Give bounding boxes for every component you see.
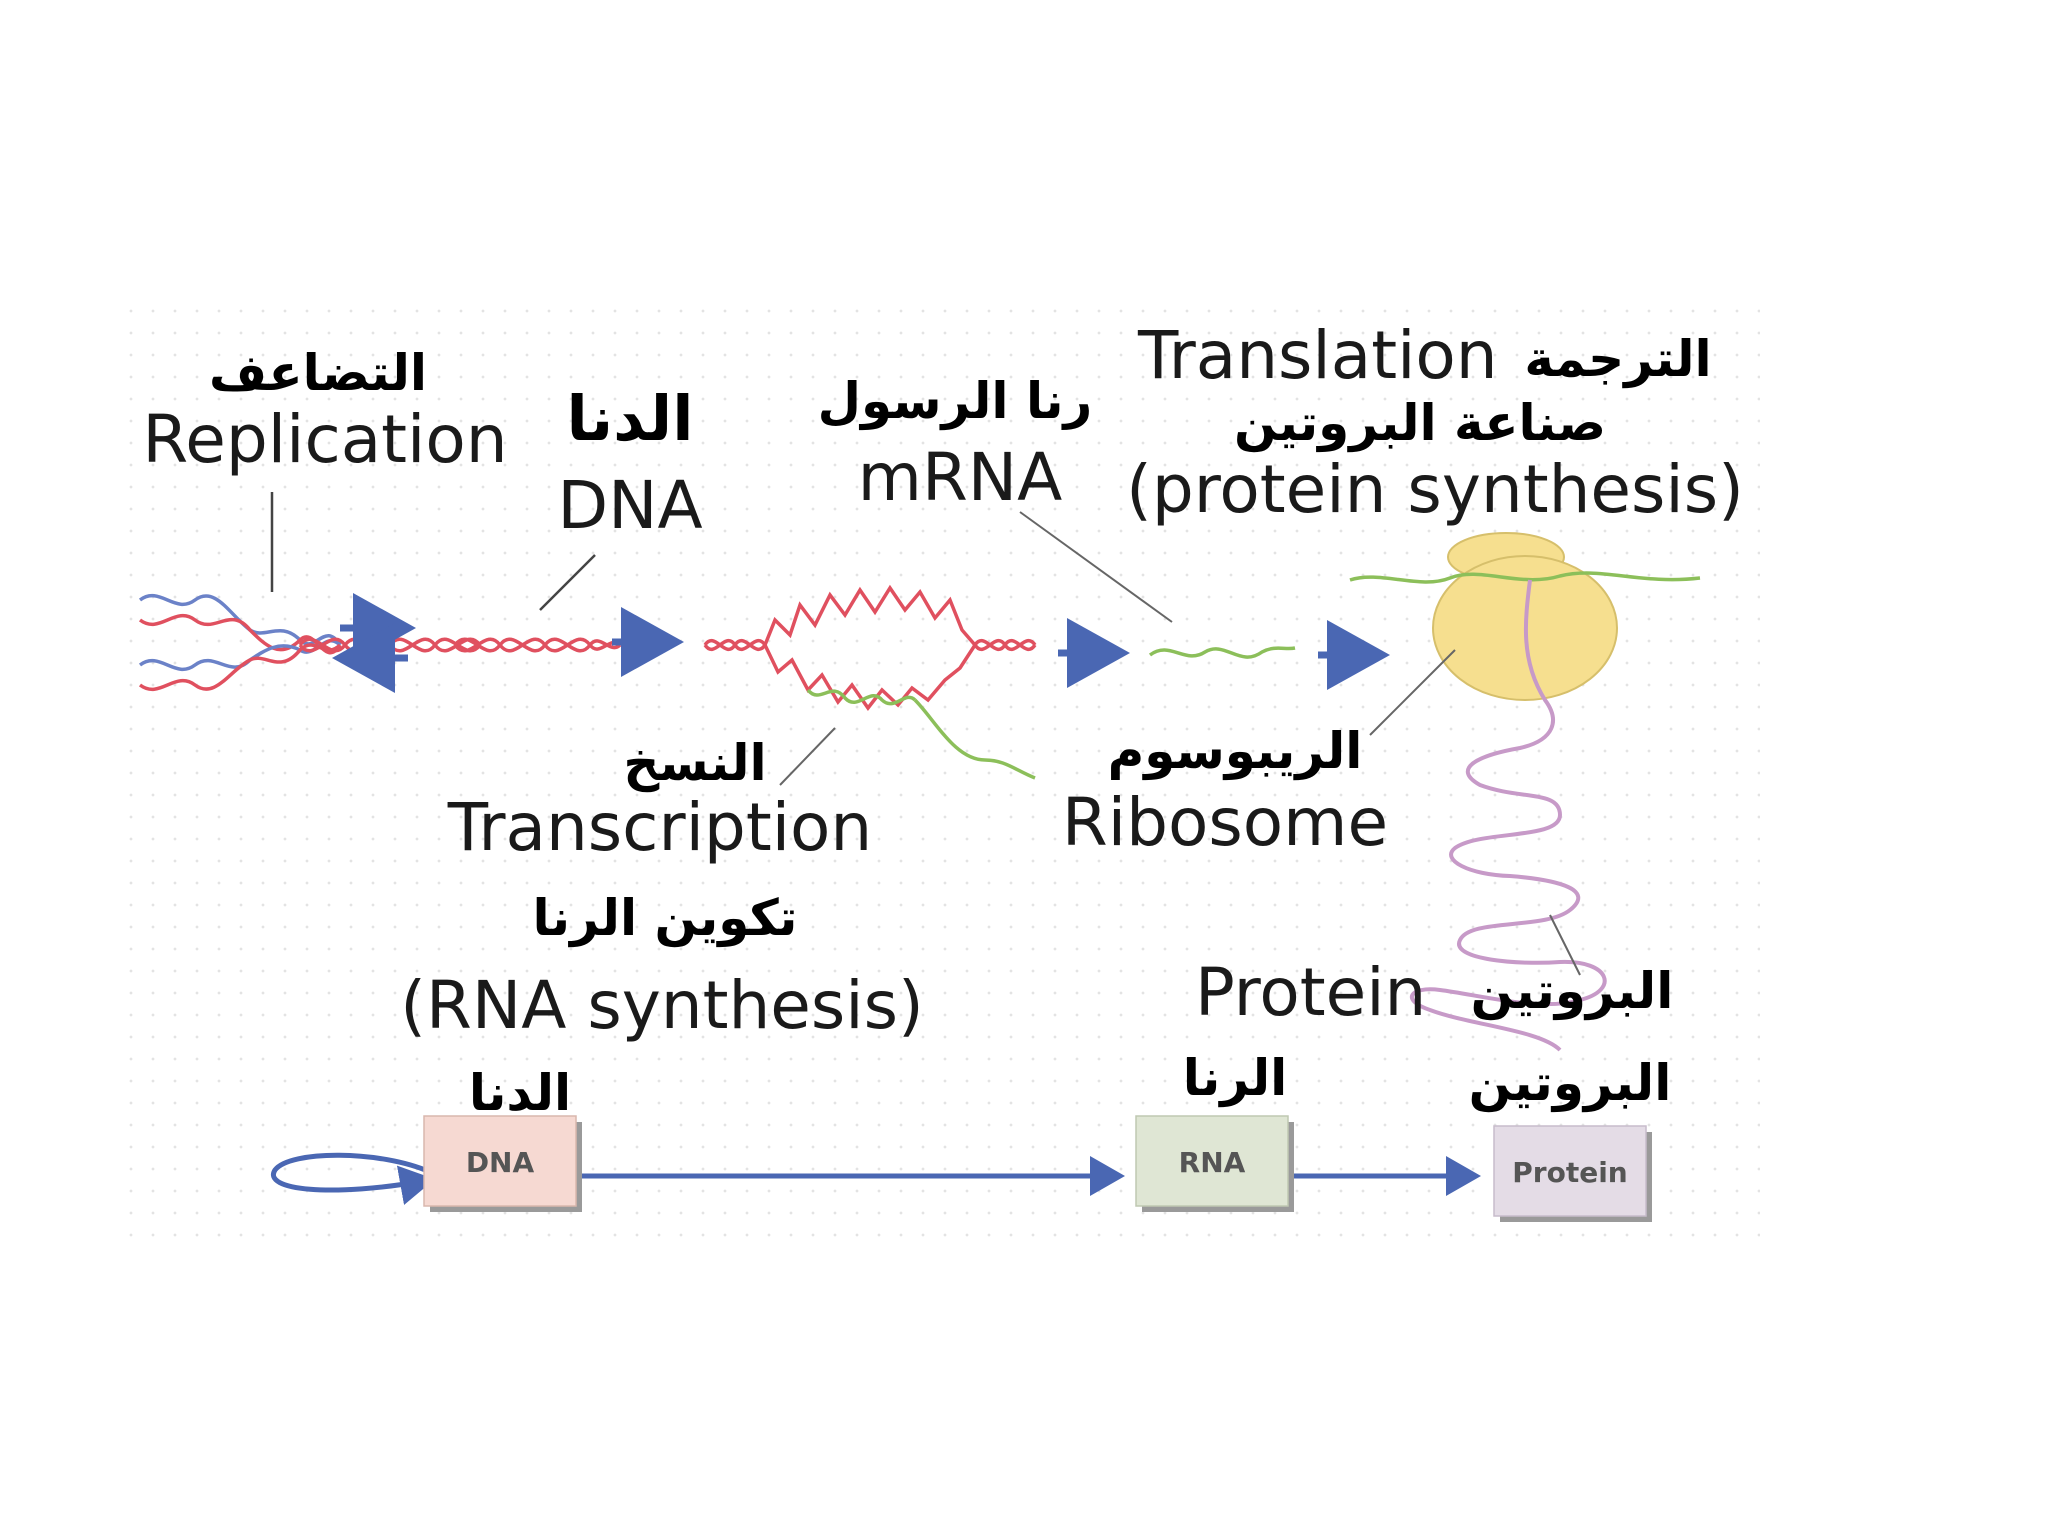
rna-synthesis-en-label: (RNA synthesis) xyxy=(400,967,924,1044)
translation-en-label: Translation xyxy=(1137,317,1498,394)
dna-leader-line xyxy=(539,554,596,611)
protein-synthesis-en-label: (protein synthesis) xyxy=(1126,451,1744,528)
flow-replication-loop-arrow xyxy=(270,1152,435,1205)
ribosome-leader-line xyxy=(1369,649,1456,736)
ribosome-mrna-strand xyxy=(1349,571,1701,584)
protein-ar-label: البروتين xyxy=(1471,962,1674,1021)
rna-synthesis-ar-label: تكوين الرنا xyxy=(533,889,798,948)
transcription-leader-line xyxy=(779,727,836,786)
flow-protein-ar-label: البروتين xyxy=(1469,1054,1672,1113)
protein-chain xyxy=(1409,579,1607,1052)
ribosome-ar-label: الريبوسوم xyxy=(1108,722,1363,781)
flow-dna-ar-label: الدنا xyxy=(469,1064,571,1122)
transcription-ar-label: النسخ xyxy=(623,734,766,793)
mrna-ar-label: رنا الرسول xyxy=(818,372,1093,431)
mrna-strand xyxy=(1148,646,1296,659)
flow-box-protein: Protein xyxy=(1493,1125,1652,1222)
transcription-bubble xyxy=(703,584,1037,780)
mrna-en-label: mRNA xyxy=(858,439,1063,516)
replication-reversible-arrows xyxy=(332,593,416,693)
flow-box-rna: RNA xyxy=(1135,1115,1294,1212)
replication-en-label: Replication xyxy=(142,401,507,478)
replication-helix xyxy=(138,593,482,692)
flow-box-rna-label: RNA xyxy=(1179,1146,1246,1179)
replication-ar-label: التضاعف xyxy=(209,344,427,402)
flow-box-protein-label: Protein xyxy=(1512,1156,1627,1189)
protein-en-label: Protein xyxy=(1195,954,1426,1031)
transcription-en-label: Transcription xyxy=(447,789,873,866)
ribosome-en-label: Ribosome xyxy=(1062,784,1388,861)
dna-ar-label: الدنا xyxy=(567,382,694,455)
translation-ar-label: الترجمة xyxy=(1524,330,1711,389)
dotted-background xyxy=(120,300,1760,1240)
flow-box-dna-label: DNA xyxy=(466,1146,535,1179)
mrna-leader-line xyxy=(1019,511,1173,623)
flow-box-dna: DNA xyxy=(423,1115,582,1212)
protein-synthesis-ar-label: صناعة البروتين xyxy=(1234,394,1606,453)
flow-rna-ar-label: الرنا xyxy=(1183,1049,1288,1108)
protein-leader-line xyxy=(1549,914,1581,976)
dna-en-label: DNA xyxy=(557,467,702,544)
dna-helix xyxy=(453,637,622,653)
